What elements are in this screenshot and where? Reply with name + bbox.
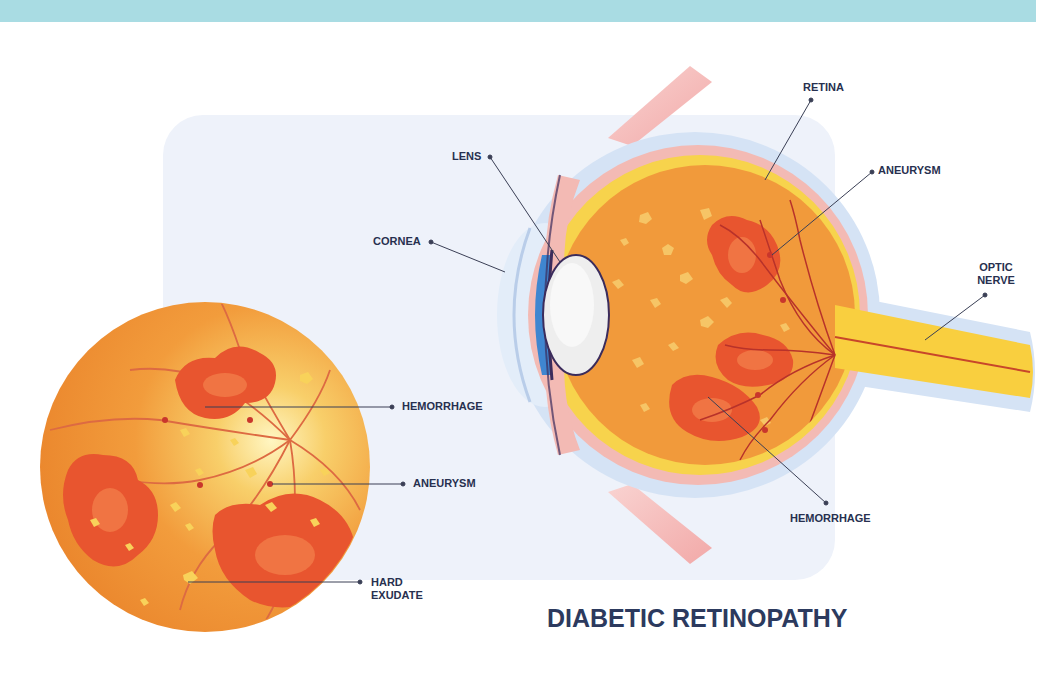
part-label: CORNEA: [373, 235, 421, 248]
lesion-label: HEMORRHAGE: [790, 512, 871, 525]
leader-lines: [188, 98, 987, 584]
lesion-label: ANEURYSM: [413, 477, 476, 490]
part-label: LENS: [452, 150, 481, 163]
diagram-title: DIABETIC RETINOPATHY: [547, 603, 847, 633]
fundus-view: [40, 300, 370, 632]
lesion-label: ANEURYSM: [878, 164, 941, 177]
optic-nerve-core: [835, 305, 1033, 398]
part-label: RETINA: [803, 81, 844, 94]
lesion-label: HARD EXUDATE: [371, 576, 433, 602]
retina-lesions: [612, 200, 835, 460]
eyeball: [497, 132, 880, 498]
lesion-label: HEMORRHAGE: [402, 400, 483, 413]
top-bar: [0, 0, 1036, 22]
part-label: OPTIC NERVE: [970, 261, 1022, 287]
